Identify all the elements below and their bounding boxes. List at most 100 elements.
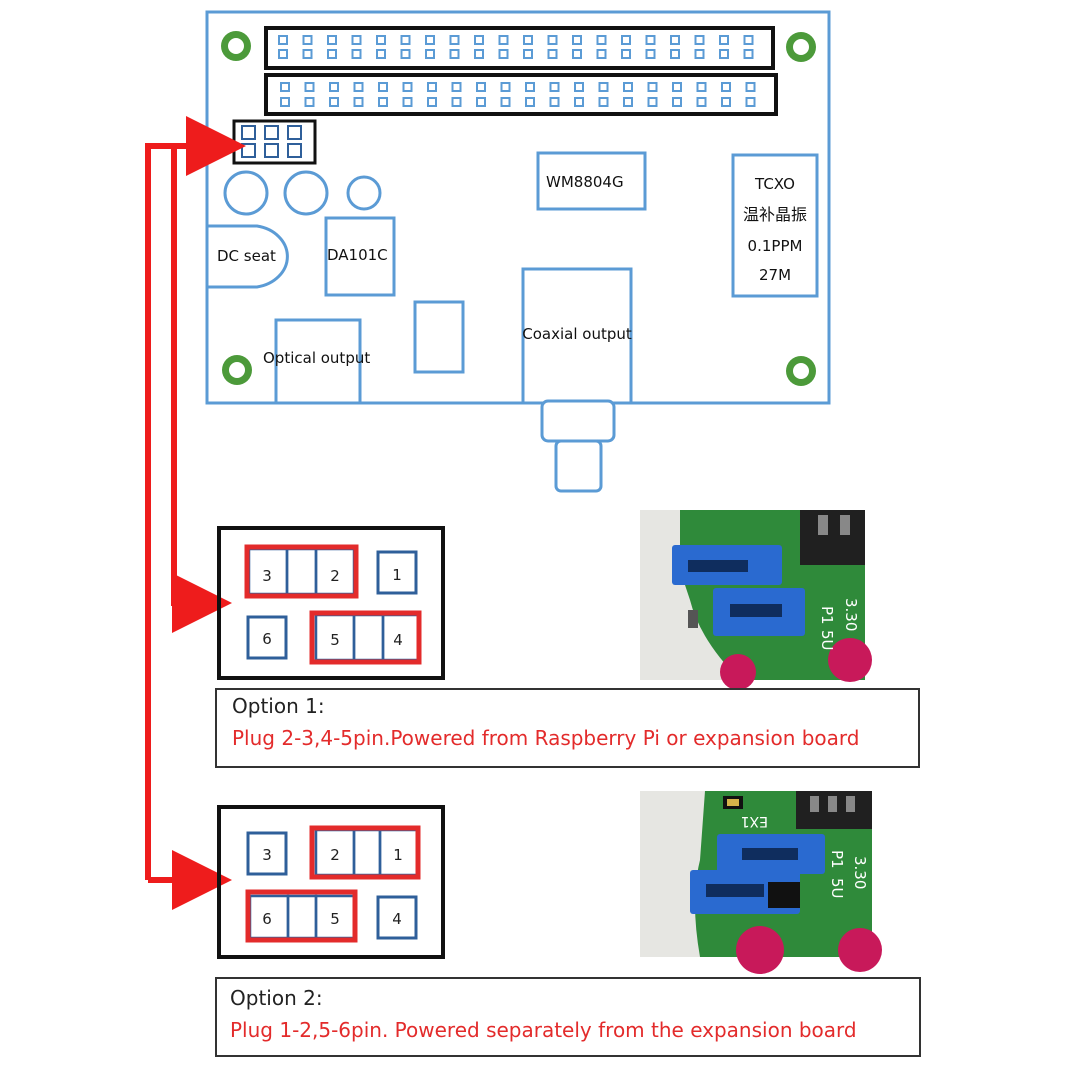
option-2-caption-box <box>215 977 921 1057</box>
gpio-bottom-pin <box>451 97 462 107</box>
gpio-top-pin <box>376 49 386 59</box>
gpio-top-pin <box>572 35 582 45</box>
gpio-bottom-pin <box>549 97 560 107</box>
gpio-bottom-pin <box>647 82 658 92</box>
option-1-pin-2: 2 <box>330 567 340 585</box>
tcxo-oscillator <box>731 153 819 298</box>
option-1-pin-3: 3 <box>262 567 272 585</box>
gpio-top-pin <box>498 35 509 45</box>
gpio-top-pin <box>596 49 607 59</box>
power-jumper-pin <box>241 125 256 140</box>
option-2-pin-1: 1 <box>393 846 403 864</box>
tcxo-chinese-label: 温补晶振 <box>743 205 807 224</box>
gpio-top-pin <box>547 49 558 59</box>
coaxial-connector-tip <box>554 439 603 493</box>
gpio-top-pin <box>498 49 509 59</box>
gpio-bottom-pin <box>598 97 609 107</box>
gpio-bottom-pin <box>623 97 633 107</box>
gpio-bottom-pin <box>427 97 437 107</box>
arrow-to-option1 <box>171 146 232 633</box>
gpio-bottom-pin <box>329 82 339 92</box>
tcxo-label: TCXO <box>754 175 795 193</box>
option-1-photo-3v3-label: 3.30 <box>842 598 860 631</box>
gpio-bottom-pin <box>378 97 388 107</box>
gpio-top-pin <box>719 35 729 45</box>
gpio-top-pin <box>376 35 386 45</box>
gpio-top-pin <box>302 49 313 59</box>
gpio-bottom-pin <box>476 82 486 92</box>
coaxial-output-label: Coaxial output <box>522 325 632 343</box>
tcxo-frequency-label: 27M <box>759 266 791 284</box>
gpio-top-pin <box>743 49 754 59</box>
gpio-top-pin <box>670 35 680 45</box>
component-block <box>413 300 465 374</box>
option-2-jumper-1-2 <box>309 825 421 880</box>
board-outline <box>205 10 831 405</box>
option-2-pin-5: 5 <box>330 910 340 928</box>
gpio-bottom-pin <box>745 82 756 92</box>
option-2-photo-ex1-label: EX1 <box>741 813 768 829</box>
gpio-top-pin <box>449 35 460 45</box>
option-1-pin-4: 4 <box>393 631 403 649</box>
capacitor-large-1 <box>223 170 269 216</box>
option-2-photo-p1-label: P1 <box>828 850 846 869</box>
option-2-pin-3: 3 <box>262 846 272 864</box>
dc-seat-label: DC seat <box>217 247 276 265</box>
option-1-description: Plug 2-3,4-5pin.Powered from Raspberry P… <box>232 726 860 750</box>
gpio-top-pin <box>327 35 337 45</box>
power-jumper-pin <box>287 143 302 158</box>
gpio-top-pin <box>645 35 656 45</box>
dc-seat: DC seat <box>205 224 289 289</box>
gpio-bottom-pin <box>378 82 388 92</box>
gpio-header-bottom <box>264 73 778 116</box>
gpio-bottom-pin <box>304 97 315 107</box>
gpio-top-pin <box>719 49 729 59</box>
gpio-top-pin <box>547 35 558 45</box>
option-2-pin-grid: 3 2 1 6 5 4 <box>245 825 421 943</box>
gpio-top-pin <box>694 49 705 59</box>
wm8804-chip <box>536 151 647 211</box>
capacitor-large-2 <box>283 170 329 216</box>
option-1-pin-6: 6 <box>262 630 272 648</box>
gpio-top-pin <box>278 49 288 59</box>
gpio-bottom-pin <box>672 82 682 92</box>
gpio-bottom-pin <box>574 97 584 107</box>
gpio-top-pin <box>596 35 607 45</box>
gpio-top-pin <box>645 49 656 59</box>
gpio-top-pin <box>743 35 754 45</box>
coaxial-connector-body <box>540 399 616 443</box>
option-1-photo-5v-label: 5U <box>818 630 836 651</box>
gpio-bottom-pin <box>304 82 315 92</box>
gpio-top-pin <box>425 49 435 59</box>
gpio-header-bottom-pins <box>280 82 756 107</box>
power-jumper-pins <box>241 125 302 158</box>
gpio-bottom-pin <box>476 97 486 107</box>
gpio-top-pin <box>523 49 533 59</box>
option-2-photo: EX1 P1 5U 3.30 <box>640 791 882 974</box>
power-jumper-pin <box>241 143 256 158</box>
gpio-bottom-pin <box>549 82 560 92</box>
gpio-bottom-pin <box>427 82 437 92</box>
gpio-top-pin <box>449 49 460 59</box>
gpio-bottom-pin <box>721 97 731 107</box>
option-2-jumper-5-6 <box>245 889 358 943</box>
red-arrows <box>145 116 246 910</box>
gpio-top-pin <box>351 49 362 59</box>
option-2-title: Option 2: <box>230 986 323 1010</box>
gpio-top-pin <box>621 49 631 59</box>
gpio-top-pin <box>474 49 484 59</box>
gpio-bottom-pin <box>745 97 756 107</box>
gpio-top-pin <box>351 35 362 45</box>
gpio-top-pin <box>670 49 680 59</box>
gpio-bottom-pin <box>451 82 462 92</box>
option-1-photo-p1-label: P1 <box>818 606 836 625</box>
gpio-bottom-pin <box>598 82 609 92</box>
gpio-bottom-pin <box>353 82 364 92</box>
wm8804-label: WM8804G <box>546 173 624 191</box>
option-1-pin-grid: 3 2 1 6 5 4 <box>244 544 422 665</box>
option-1-pin-5: 5 <box>330 631 340 649</box>
gpio-bottom-pin <box>721 82 731 92</box>
tcxo-ppm-label: 0.1PPM <box>748 237 803 255</box>
option-1-photo: P1 5U 3.30 <box>640 510 872 690</box>
